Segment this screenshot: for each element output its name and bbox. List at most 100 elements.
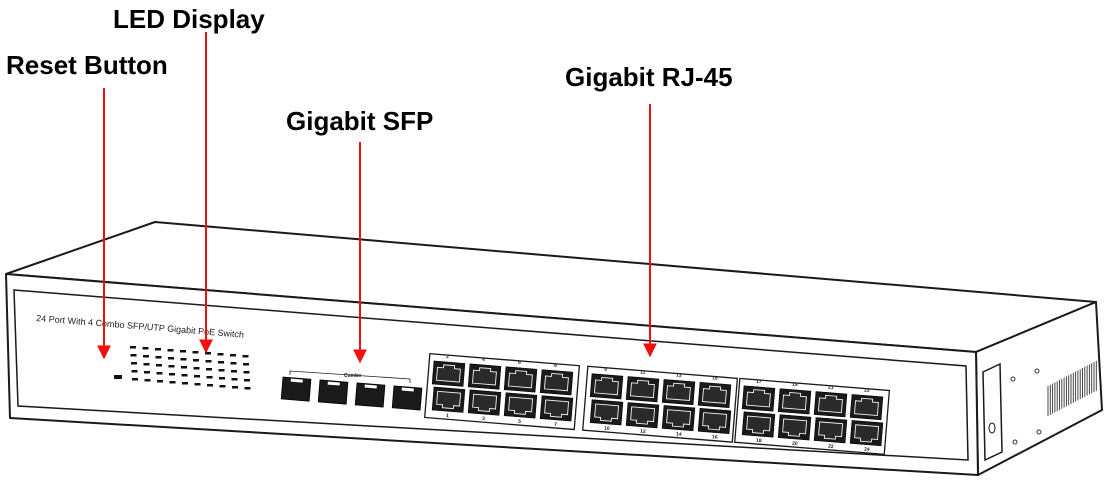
led-indicator: [142, 347, 149, 350]
rj45-port[interactable]: [503, 392, 538, 419]
rj45-port-number: 6: [518, 360, 521, 366]
rj45-port-number: 1: [446, 413, 449, 419]
led-indicator: [192, 351, 199, 354]
rack-screw-hole: [988, 422, 996, 434]
led-indicator: [243, 371, 250, 374]
led-indicator: [155, 348, 161, 351]
led-indicator: [130, 354, 137, 357]
rj45-port[interactable]: [539, 369, 574, 396]
led-indicator: [244, 379, 250, 382]
rj45-port-number: 9: [604, 367, 607, 373]
rj45-port[interactable]: [431, 386, 466, 413]
rj45-port-number: 19: [792, 382, 798, 388]
rj45-group-frame: [734, 377, 891, 455]
rj45-port[interactable]: [849, 420, 884, 447]
rj45-port-opening: [630, 406, 656, 425]
rj45-port-number: 20: [792, 441, 798, 447]
rj45-port[interactable]: [849, 394, 884, 421]
sfp-port[interactable]: [280, 376, 312, 402]
led-indicator: [144, 379, 151, 382]
rj45-port-number: 23: [864, 387, 870, 393]
rj45-port-number: 5: [518, 419, 521, 425]
rj45-port[interactable]: [539, 395, 574, 422]
gigabit-sfp-callout: Gigabit SFP: [286, 106, 434, 136]
rj45-port-opening: [508, 396, 534, 415]
rack-screw: [1034, 368, 1040, 374]
combo-label: Combo: [344, 373, 361, 379]
led-indicator: [155, 356, 162, 359]
sfp-port[interactable]: [391, 385, 423, 411]
rj45-port[interactable]: [777, 388, 812, 415]
rj45-port[interactable]: [431, 360, 466, 387]
rj45-port[interactable]: [625, 402, 660, 429]
rj45-port-opening: [594, 403, 620, 422]
led-indicator: [244, 387, 251, 390]
rj45-port-number: 17: [756, 379, 762, 385]
rj45-port-opening: [746, 415, 772, 434]
rj45-port-opening: [544, 399, 570, 418]
rj45-port[interactable]: [661, 379, 696, 406]
rj45-port-number: 7: [554, 422, 557, 428]
rj45-port-number: 22: [828, 444, 834, 450]
rj45-port[interactable]: [503, 366, 538, 393]
sfp-port-label: 23: [367, 384, 371, 388]
led-indicator: [207, 384, 213, 387]
rj45-port[interactable]: [661, 405, 696, 432]
rj45-port-number: 21: [828, 385, 834, 391]
led-indicator: [205, 360, 212, 363]
gigabit-rj45-callout: Gigabit RJ-45: [565, 62, 733, 92]
rack-screw: [1036, 429, 1042, 435]
rj45-port[interactable]: [813, 417, 848, 444]
led-indicator: [206, 368, 212, 371]
sfp-port[interactable]: [354, 382, 386, 408]
led-indicator: [143, 355, 149, 358]
led-indicator: [231, 378, 238, 381]
led-indicator: [144, 371, 150, 374]
rj45-port-opening: [629, 379, 655, 399]
rj45-port[interactable]: [589, 373, 624, 400]
rj45-port-opening: [436, 390, 462, 410]
led-indicator: [156, 364, 162, 367]
rj45-port[interactable]: [697, 407, 732, 435]
led-indicator: [182, 382, 188, 385]
led-indicator: [242, 355, 249, 358]
rj45-port-number: 15: [712, 375, 718, 381]
rj45-port-number: 11: [640, 370, 646, 376]
rj45-port[interactable]: [741, 385, 776, 412]
rj45-port-number: 8: [554, 363, 557, 369]
rj45-port-opening: [665, 382, 691, 401]
rj45-port[interactable]: [813, 391, 848, 418]
led-indicator: [217, 353, 224, 356]
rj45-port[interactable]: [467, 363, 502, 390]
rj45-port[interactable]: [777, 414, 812, 441]
rj45-group-frame: [582, 365, 739, 443]
rj45-port[interactable]: [589, 399, 624, 426]
led-indicator: [169, 381, 176, 384]
led-indicator: [181, 374, 188, 377]
reset-button[interactable]: [114, 375, 122, 379]
led-indicator: [168, 357, 174, 360]
side-vent: [1047, 360, 1097, 416]
sfp-port-label: 22: [330, 381, 334, 385]
sfp-port[interactable]: [317, 379, 349, 405]
rj45-group-frame: [424, 352, 581, 431]
rj45-port-opening: [593, 376, 619, 396]
rj45-port[interactable]: [697, 381, 732, 409]
rj45-port[interactable]: [741, 411, 776, 438]
led-indicator: [130, 346, 136, 349]
rj45-port-opening: [853, 397, 879, 417]
rj45-port-opening: [818, 421, 844, 440]
rj45-port-opening: [666, 409, 692, 428]
rj45-port-opening: [543, 372, 569, 392]
rj45-port-number: 14: [676, 431, 682, 437]
rj45-port[interactable]: [625, 376, 660, 403]
led-indicator: [169, 373, 175, 376]
led-display-callout: LED Display: [113, 4, 265, 34]
led-indicator: [219, 377, 225, 380]
rj45-port[interactable]: [467, 389, 502, 416]
sfp-port-label: 21: [293, 378, 297, 382]
